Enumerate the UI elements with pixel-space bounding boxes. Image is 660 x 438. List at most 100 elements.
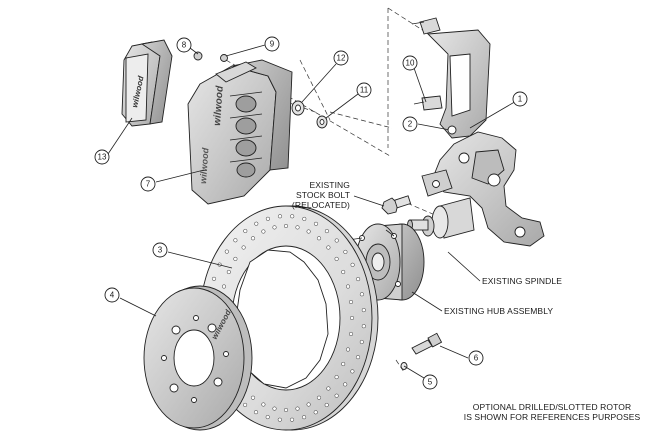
rotor-hole: [277, 214, 283, 219]
svg-text:EXISTING: EXISTING: [310, 180, 350, 190]
callout-1: 1: [469, 91, 528, 129]
rotor-hole: [348, 299, 354, 305]
rotor-hole: [250, 395, 256, 400]
rotor-hole: [345, 347, 351, 352]
rotor-hole: [295, 406, 300, 411]
rotor-hole: [306, 229, 311, 234]
svg-text:12: 12: [337, 54, 346, 63]
rotor-hole: [243, 402, 248, 407]
rotor-hole: [355, 355, 361, 360]
existing-spindle-label: EXISTING SPINDLE: [447, 251, 562, 286]
rotor-hole: [326, 386, 331, 391]
svg-text:4: 4: [110, 291, 115, 300]
callout-6: 6: [439, 345, 484, 366]
rotor-hole: [302, 216, 307, 221]
rotor-hole: [313, 221, 319, 226]
rotor-hole: [295, 225, 300, 230]
rotor-hole: [324, 229, 329, 234]
rotor-hole: [250, 236, 256, 241]
rotor-hole: [334, 256, 339, 261]
callout-2: 2: [402, 116, 457, 135]
rotor-hole: [261, 229, 266, 234]
rotor-hole: [243, 228, 248, 234]
rotor-hole: [272, 225, 277, 230]
rotor-hole: [359, 339, 364, 345]
svg-text:11: 11: [360, 86, 369, 95]
washers: [291, 100, 328, 129]
rotor-hole: [302, 415, 307, 420]
svg-text:10: 10: [406, 59, 415, 68]
rotor-hole: [265, 216, 270, 221]
callout-9: 9: [225, 36, 280, 57]
rotor-hole: [211, 276, 217, 281]
rotor-hole: [241, 245, 246, 250]
rotor-hole: [254, 221, 259, 226]
callout-5: 5: [403, 365, 438, 390]
svg-text:1: 1: [518, 95, 523, 104]
svg-text:OPTIONAL DRILLED/SLOTTED ROTOR: OPTIONAL DRILLED/SLOTTED ROTOR: [473, 402, 631, 412]
svg-text:13: 13: [98, 153, 107, 162]
brake-pads: wilwood: [121, 39, 173, 127]
svg-text:8: 8: [182, 41, 187, 50]
rotor-hole: [361, 308, 366, 313]
rotor-hole: [316, 395, 322, 400]
caliper-logo-top: wilwood: [212, 85, 226, 127]
svg-text:EXISTING HUB ASSEMBLY: EXISTING HUB ASSEMBLY: [444, 306, 553, 316]
rotor-hole: [224, 249, 229, 254]
existing-stock-bolt: [381, 195, 412, 215]
svg-text:7: 7: [146, 180, 151, 189]
rotor-hole: [349, 315, 355, 321]
existing-hub-assembly-label: EXISTING HUB ASSEMBLY: [411, 291, 553, 316]
svg-text:IS SHOWN FOR REFERENCES PURPOS: IS SHOWN FOR REFERENCES PURPOSES: [464, 412, 641, 422]
rotor-hole: [348, 331, 354, 337]
callout-3: 3: [152, 242, 233, 269]
rotor-hole: [334, 238, 339, 243]
rotor-hole: [283, 223, 289, 229]
rotor-hole: [343, 382, 348, 387]
mounting-bracket: [411, 17, 491, 139]
svg-text:3: 3: [158, 246, 163, 255]
callout-13: 13: [94, 117, 133, 165]
svg-text:EXISTING SPINDLE: EXISTING SPINDLE: [482, 276, 562, 286]
svg-text:(RELOCATED): (RELOCATED): [292, 200, 350, 210]
rotor-hole: [359, 292, 364, 297]
rotor-hole: [306, 402, 311, 407]
svg-text:6: 6: [474, 354, 479, 363]
callout-7: 7: [140, 169, 205, 192]
svg-text:5: 5: [428, 378, 433, 387]
rotor-hole: [289, 417, 295, 422]
rotor-hole: [326, 245, 331, 250]
svg-text:2: 2: [408, 120, 413, 129]
svg-text:9: 9: [270, 40, 275, 49]
callout-11: 11: [325, 82, 372, 119]
rotor-hole: [313, 410, 318, 415]
existing-hub: [345, 223, 425, 301]
rotor-bolt: [400, 332, 443, 370]
callout-4: 4: [104, 287, 157, 317]
rotor-hole: [221, 284, 227, 289]
rotor: [199, 205, 379, 431]
rotor-hole: [343, 249, 348, 254]
optional-rotor-note: OPTIONAL DRILLED/SLOTTED ROTOR IS SHOWN …: [464, 402, 641, 422]
rotor-hole: [233, 238, 238, 243]
rotor-hole: [265, 415, 270, 420]
callout-8: 8: [176, 37, 199, 55]
callouts: 1 2 3 4 5 6 7: [94, 36, 528, 390]
rotor-hole: [277, 417, 282, 422]
rotor-hole: [350, 369, 355, 374]
rotor-hole: [272, 406, 277, 411]
existing-spindle: [407, 131, 545, 247]
rotor-hole: [226, 269, 231, 275]
rotor-hat: wilwood: [143, 285, 253, 431]
rotor-hole: [253, 410, 259, 415]
svg-text:STOCK BOLT: STOCK BOLT: [296, 190, 350, 200]
rotor-hole: [316, 236, 322, 241]
rotor-hole: [334, 375, 339, 380]
rotor-hole: [290, 214, 295, 219]
rotor-hole: [356, 277, 361, 282]
rotor-hole: [341, 269, 346, 275]
rotor-hole: [324, 402, 329, 408]
rotor-hole: [341, 361, 346, 367]
callout-12: 12: [301, 50, 349, 103]
